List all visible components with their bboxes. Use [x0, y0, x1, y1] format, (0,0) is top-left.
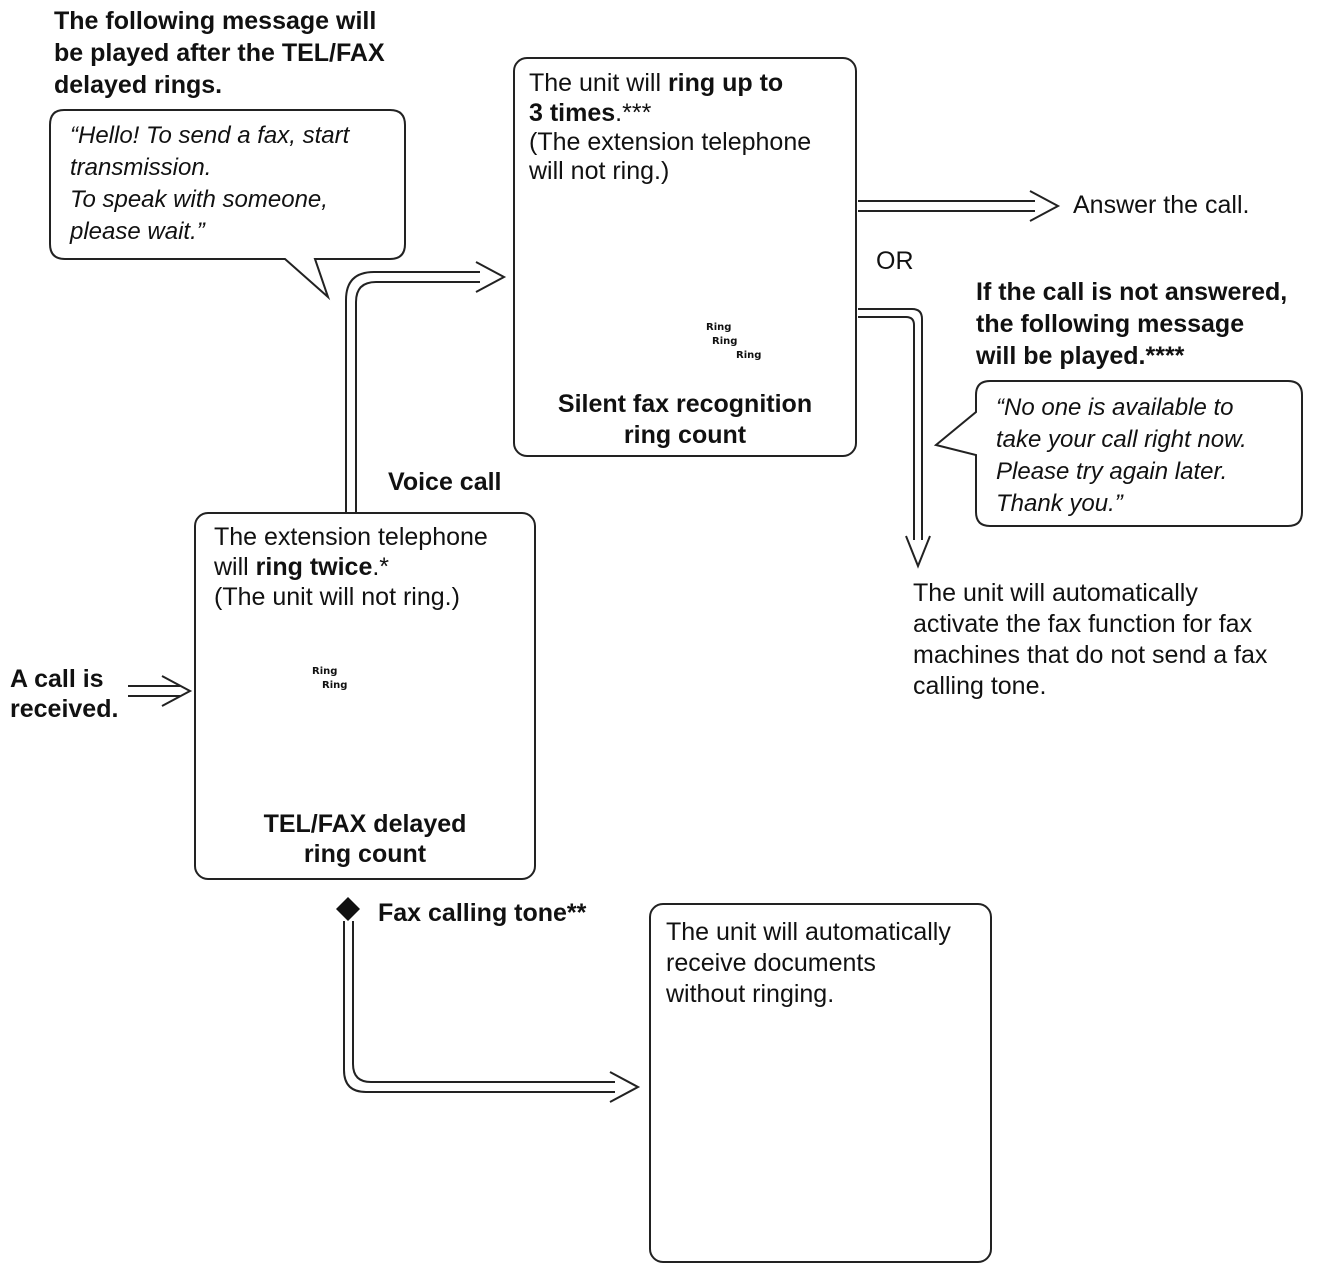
- answer-call-label: Answer the call.: [1073, 191, 1250, 219]
- auto-activate-line-3: machines that do not send a fax: [913, 641, 1268, 669]
- not-answered-line-1: If the call is not answered,: [976, 278, 1288, 306]
- answer-arrow: [858, 190, 1061, 222]
- fax-calling-tone-label: Fax calling tone**: [378, 899, 587, 927]
- greeting-line-2: transmission.: [70, 154, 212, 181]
- incoming-arrow: [128, 675, 193, 707]
- telfax-box-caption-1: TEL/FAX delayed: [263, 810, 467, 838]
- auto-activate-line-2: activate the fax function for fax: [913, 610, 1253, 638]
- silent-box-caption-1: Silent fax recognition: [557, 390, 813, 418]
- voice-call-label: Voice call: [388, 468, 502, 496]
- greeting-line-1: “Hello! To send a fax, start: [70, 122, 350, 149]
- unavailable-line-2: take your call right now.: [996, 426, 1247, 453]
- silent-box-line-2: 3 times.***: [529, 99, 652, 127]
- ring-label: Ring: [712, 336, 738, 347]
- auto-activate-line-4: calling tone.: [913, 672, 1047, 700]
- call-received-line-2: received.: [10, 695, 119, 723]
- unavailable-line-3: Please try again later.: [996, 458, 1228, 485]
- auto-activate-line-1: The unit will automatically: [913, 579, 1198, 607]
- fax-tone-arrow: [336, 897, 641, 1103]
- silent-box-line-4: will not ring.): [529, 157, 670, 185]
- greeting-bubble: [49, 109, 406, 301]
- auto-receive-line-1: The unit will automatically: [666, 918, 951, 946]
- or-label: OR: [876, 247, 914, 275]
- call-received-line-1: A call is: [10, 665, 104, 693]
- telfax-box-line-1: The extension telephone: [214, 523, 488, 551]
- greeting-line-4: please wait.”: [70, 218, 205, 245]
- unavailable-bubble: [933, 380, 1303, 527]
- auto-receive-line-3: without ringing.: [666, 980, 835, 1008]
- silent-box-caption-2: ring count: [623, 421, 747, 449]
- ring-label: Ring: [736, 350, 762, 361]
- tel-fax-delayed-box: [194, 512, 536, 880]
- ring-label: Ring: [312, 666, 338, 677]
- intro-line-1: The following message will: [54, 7, 377, 35]
- ring-label: Ring: [706, 322, 732, 333]
- not-answered-line-2: the following message: [976, 310, 1245, 338]
- telfax-box-line-2: will ring twice.*: [214, 553, 390, 581]
- silent-box-line-1: The unit will ring up to: [529, 69, 784, 97]
- telfax-box-line-3: (The unit will not ring.): [214, 583, 460, 611]
- telfax-box-caption-2: ring count: [303, 840, 427, 868]
- auto-receive-box: [649, 903, 992, 1263]
- unavailable-line-4: Thank you.”: [996, 490, 1123, 517]
- not-answered-line-3: will be played.****: [976, 342, 1185, 370]
- ring-label: Ring: [322, 680, 348, 691]
- auto-receive-line-2: receive documents: [666, 949, 876, 977]
- not-answered-arrow: [858, 308, 931, 569]
- silent-box-line-3: (The extension telephone: [529, 128, 812, 156]
- greeting-line-3: To speak with someone,: [70, 186, 328, 213]
- unavailable-line-1: “No one is available to: [996, 394, 1234, 421]
- silent-fax-box: [513, 57, 857, 457]
- intro-line-3: delayed rings.: [54, 71, 223, 99]
- voice-call-arrow: [345, 261, 507, 512]
- intro-line-2: be played after the TEL/FAX: [54, 39, 385, 67]
